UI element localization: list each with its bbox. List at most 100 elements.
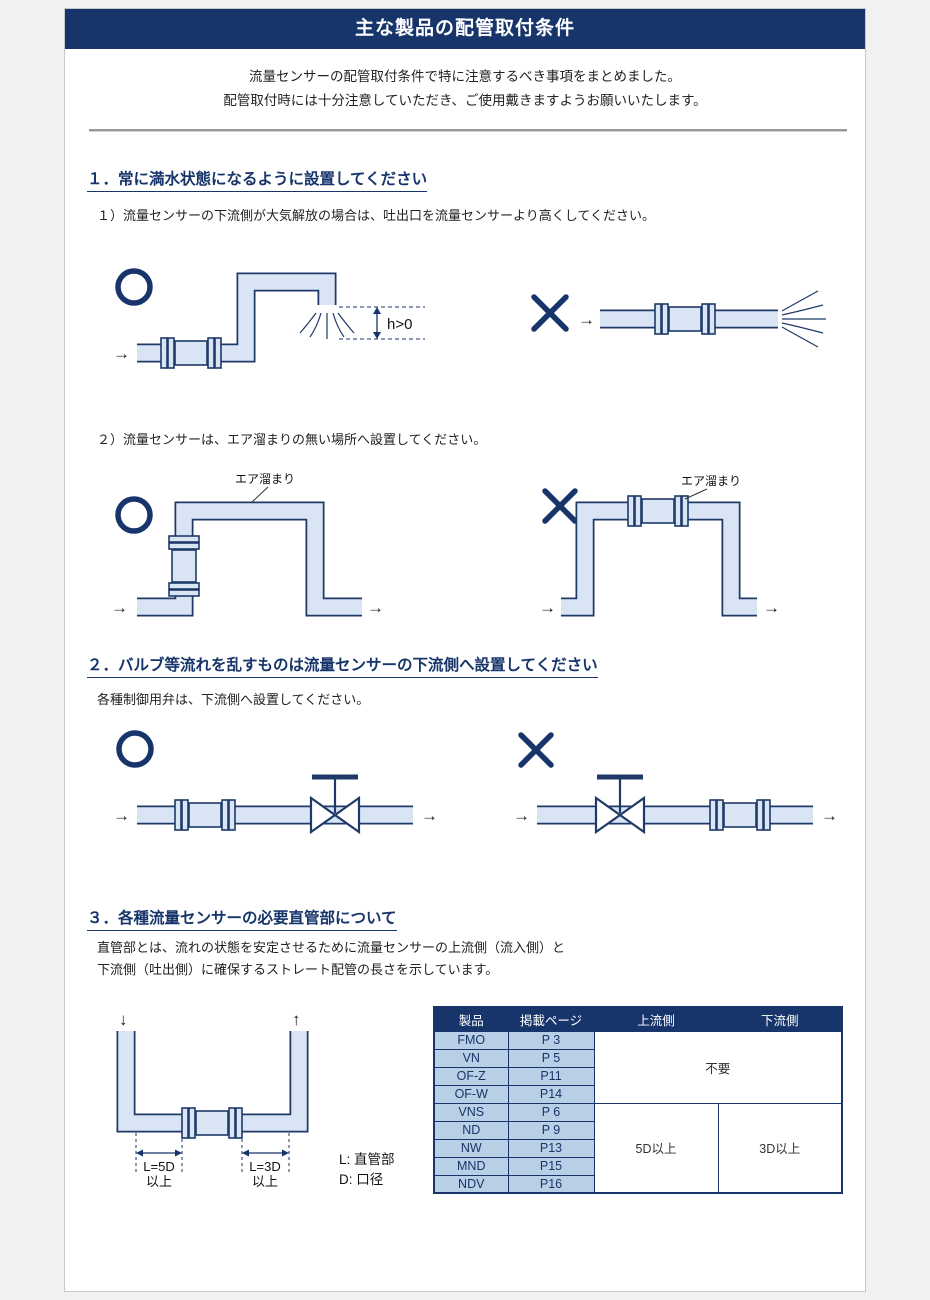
ok-mark-icon: [116, 730, 154, 768]
ok-mark-icon: [115, 268, 153, 306]
flow-arrow-icon: →: [578, 310, 595, 329]
table-row: MND P15: [433, 1156, 842, 1176]
ng-mark-icon: [518, 732, 554, 768]
air-pocket-pointer: [684, 488, 708, 500]
flow-arrow-icon: →: [513, 806, 530, 825]
flow-sensor: [168, 535, 200, 597]
spray-lines: [299, 312, 355, 339]
flow-up-arrow-icon: ↑: [292, 1010, 301, 1029]
flow-sensor: [709, 799, 771, 831]
dim-right-min-label: 以上: [252, 1174, 278, 1189]
diagram-discharge-ng: →: [531, 290, 826, 348]
height-label: h>0: [387, 316, 412, 333]
flow-sensor: [174, 799, 236, 831]
diagram-valve-ng: → →: [513, 732, 838, 862]
table-row: VN P 5: [433, 1048, 842, 1068]
table-row: OF-W P14: [433, 1084, 842, 1104]
col-product: 製品: [433, 1006, 509, 1032]
flow-arrow-icon: →: [113, 344, 130, 363]
flow-sensor: [627, 495, 689, 527]
section2-note: 各種制御用弁は、下流側へ設置してください。: [97, 692, 370, 707]
page-cell: P 9: [507, 1120, 595, 1140]
section1-note1: １）流量センサーの下流側が大気解放の場合は、吐出口を流量センサーより高くしてくだ…: [97, 208, 655, 223]
flow-arrow-icon: →: [539, 598, 556, 617]
page-cell: P15: [507, 1156, 595, 1176]
table-row: OF-Z P11: [433, 1066, 842, 1086]
dim-left-label: L=5D: [143, 1159, 174, 1174]
divider: [89, 129, 847, 132]
table-header-row: 製品 掲載ページ 上流側 下流側: [433, 1006, 843, 1032]
legend-l: L: 直管部: [339, 1152, 395, 1167]
product-cell: NW: [433, 1138, 509, 1158]
page-cell: P16: [507, 1174, 595, 1194]
product-cell: ND: [433, 1120, 509, 1140]
diagram-airpocket-ng: → エア溜まり →: [539, 473, 780, 617]
product-cell: VNS: [433, 1102, 509, 1122]
col-upstream: 上流側: [593, 1006, 719, 1032]
legend-d: D: 口径: [339, 1172, 383, 1187]
intro-line1: 流量センサーの配管取付条件で特に注意するべき事項をまとめました。: [249, 69, 681, 84]
ok-mark-icon: [115, 496, 153, 534]
dim-left-min-label: 以上: [146, 1174, 172, 1189]
flow-down-arrow-icon: ↓: [119, 1010, 128, 1029]
product-cell: VN: [433, 1048, 509, 1068]
pipe-fill: [118, 1031, 307, 1131]
product-cell: OF-W: [433, 1084, 509, 1104]
table-row: VNS P 6 5D以上 3D以上: [433, 1102, 843, 1194]
flow-sensor: [654, 303, 716, 335]
flow-arrow-icon: →: [113, 806, 130, 825]
ng-mark-icon: [531, 294, 569, 332]
section3-note1: 直管部とは、流れの状態を安定させるために流量センサーの上流側（流入側）と: [97, 940, 566, 955]
table-row: NW P13: [433, 1138, 842, 1158]
pipe-outline: [116, 1031, 309, 1133]
diagram-straight-pipe: ↓ ↑ L=5D 以上 L=3D 以上 L: 直管部 D: 口径: [116, 1010, 395, 1189]
diagram-discharge-ok: → h>0: [113, 268, 425, 369]
page-cell: P 6: [507, 1102, 595, 1122]
intro-line2: 配管取付時には十分注意していただき、ご使用戴きますようお願いいたします。: [223, 93, 707, 108]
flow-sensor: [160, 337, 222, 369]
flow-arrow-icon: →: [763, 598, 780, 617]
air-pocket-label: エア溜まり: [681, 473, 741, 488]
spray-lines: [781, 290, 826, 348]
document-page: 主な製品の配管取付条件 流量センサーの配管取付条件で特に注意するべき事項をまとめ…: [64, 8, 866, 1292]
product-cell: NDV: [433, 1174, 509, 1194]
diagram-airpocket-ok: → エア溜まり →: [111, 471, 384, 617]
page-cell: P 3: [507, 1030, 595, 1050]
page-header: 主な製品の配管取付条件: [65, 9, 865, 49]
table-row: NDV P16: [433, 1174, 842, 1194]
pipe-fill: [137, 503, 362, 615]
page-cell: P14: [507, 1084, 595, 1104]
air-pocket-label: エア溜まり: [235, 471, 295, 486]
pipe-fill: [561, 503, 757, 615]
col-page: 掲載ページ: [507, 1006, 595, 1032]
page-cell: P13: [507, 1138, 595, 1158]
section3-note2: 下流側（吐出側）に確保するストレート配管の長さを示しています。: [97, 962, 499, 977]
product-cell: OF-Z: [433, 1066, 509, 1086]
product-cell: MND: [433, 1156, 509, 1176]
flow-arrow-icon: →: [367, 598, 384, 617]
section2-title: ２．バルブ等流れを乱すものは流量センサーの下流側へ設置してください: [87, 653, 598, 678]
height-dimension-arrow: [373, 307, 381, 339]
downstream-req-cell: 3D以上: [717, 1102, 843, 1194]
dim-right-label: L=3D: [249, 1159, 280, 1174]
col-downstream: 下流側: [717, 1006, 843, 1032]
table-row: FMO P 3 不要: [433, 1030, 843, 1104]
flow-arrow-icon: →: [821, 806, 838, 825]
intro-text: 流量センサーの配管取付条件で特に注意するべき事項をまとめました。 配管取付時には…: [65, 65, 865, 113]
flow-arrow-icon: →: [421, 806, 438, 825]
page-cell: P 5: [507, 1048, 595, 1068]
page-title: 主な製品の配管取付条件: [354, 18, 575, 39]
upstream-req-cell: 5D以上: [593, 1102, 719, 1194]
dimension-arrows: [136, 1149, 289, 1157]
section1-note2: ２）流量センサーは、エア溜まりの無い場所へ設置してください。: [97, 432, 487, 447]
diagram-valve-ok: → →: [113, 730, 438, 862]
not-required-cell: 不要: [593, 1030, 843, 1104]
air-pocket-pointer: [250, 486, 269, 504]
ng-mark-icon: [542, 488, 578, 524]
table-row: ND P 9: [433, 1120, 842, 1140]
section3-title: ３．各種流量センサーの必要直管部について: [87, 906, 397, 931]
product-cell: FMO: [433, 1030, 509, 1050]
section1-title: １．常に満水状態になるように設置してください: [87, 167, 428, 192]
flow-sensor: [181, 1107, 243, 1139]
straight-pipe-table: 製品 掲載ページ 上流側 下流側 FMO P 3 不要 VN P 5 OF-Z …: [433, 1006, 843, 1194]
